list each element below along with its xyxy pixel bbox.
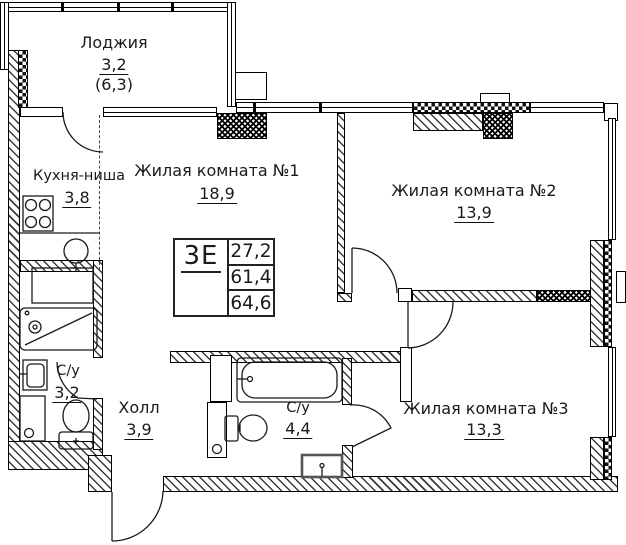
sink-small <box>20 359 48 391</box>
area-room1: 18,9 <box>197 184 237 204</box>
vent-band-top <box>413 102 530 113</box>
door-bath-large <box>349 404 392 448</box>
label-kitchen: Кухня-ниша <box>33 168 125 184</box>
pier-right-lower <box>590 437 604 480</box>
label-room2: Жилая комната №2 <box>391 181 557 200</box>
window-top-a <box>236 102 413 113</box>
area-hall: 3,9 <box>124 420 154 440</box>
pier-top-middle-concrete <box>483 113 513 139</box>
wall-left-outer <box>8 50 20 470</box>
wall-room3-west <box>400 347 412 402</box>
area-kitchen: 3,8 <box>62 188 92 208</box>
jamb-room3-door <box>398 288 412 302</box>
apartment-type: 3Е <box>180 241 222 273</box>
door-room2 <box>351 247 398 294</box>
wall-room2-room3 <box>412 290 537 302</box>
label-loggia: Лоджия <box>80 33 148 52</box>
vent-right-lower <box>604 437 612 480</box>
wall-entry-step <box>88 455 112 492</box>
pillar-bath2-south <box>207 402 227 458</box>
wall-kitchen-divider <box>20 260 103 272</box>
toilet-large <box>224 414 268 442</box>
area-total: 64,6 <box>230 292 272 314</box>
window-mullion <box>319 102 322 113</box>
vent-right-upper <box>604 240 612 347</box>
bathtub-large <box>236 357 343 403</box>
door-room3 <box>407 301 454 349</box>
toilet-small <box>58 399 94 450</box>
window-loggia-inner <box>103 107 217 117</box>
pier-loggia-corner <box>217 113 267 139</box>
window-right-a <box>608 118 616 240</box>
window-mullion <box>117 2 120 12</box>
area-without-loggia: 61,4 <box>229 266 273 292</box>
bathtub-small <box>19 307 98 351</box>
label-room1: Жилая комната №1 <box>134 161 300 180</box>
window-loggia-left <box>0 2 9 70</box>
wall-bottom <box>163 476 618 492</box>
wall-bottom-left <box>8 441 103 470</box>
apartment-info-table: 3Е 27,2 61,4 64,6 <box>173 238 275 317</box>
window-mullion <box>253 102 256 113</box>
label-hall: Холл <box>118 398 160 417</box>
window-mullion <box>61 2 64 12</box>
label-bath-small: С/у <box>56 363 80 379</box>
pipe-riser <box>211 443 223 455</box>
area-loggia: 3,2 <box>99 55 129 75</box>
pier-top-middle <box>413 113 483 131</box>
area-loggia-total: (6,3) <box>95 75 133 94</box>
wall-room1-room2-jamb <box>337 293 352 302</box>
door-bath-small <box>56 361 98 400</box>
pillar-bath2-north <box>210 355 232 402</box>
area-room3: 13,3 <box>464 420 504 440</box>
area-living-total: 27,2 <box>229 240 273 266</box>
kitchen-sink <box>63 238 89 271</box>
washing-machine <box>31 267 94 304</box>
window-mullion <box>171 2 174 12</box>
window-loggia-right <box>227 2 236 107</box>
window-right-b <box>608 347 616 437</box>
label-bath-large: С/у <box>286 400 310 416</box>
door-entrance <box>111 490 164 542</box>
label-room3: Жилая комната №3 <box>403 399 569 418</box>
sink-large <box>300 453 344 479</box>
wall-bath1-east-upper <box>93 260 103 358</box>
wall-bath1-east-lower <box>93 398 103 450</box>
door-arc-loggia <box>62 111 104 153</box>
cabinet <box>19 395 46 442</box>
kitchen-niche-dashed-line <box>99 115 100 270</box>
apartment-type-cell: 3Е <box>175 240 229 315</box>
wall-room1-room2 <box>337 113 345 293</box>
area-room2: 13,9 <box>454 203 494 223</box>
pier-right-upper <box>590 240 604 347</box>
stove <box>20 195 100 234</box>
area-bath-large: 4,4 <box>283 419 313 439</box>
window-top-b <box>530 102 604 113</box>
area-bath-small: 3,2 <box>52 383 82 403</box>
